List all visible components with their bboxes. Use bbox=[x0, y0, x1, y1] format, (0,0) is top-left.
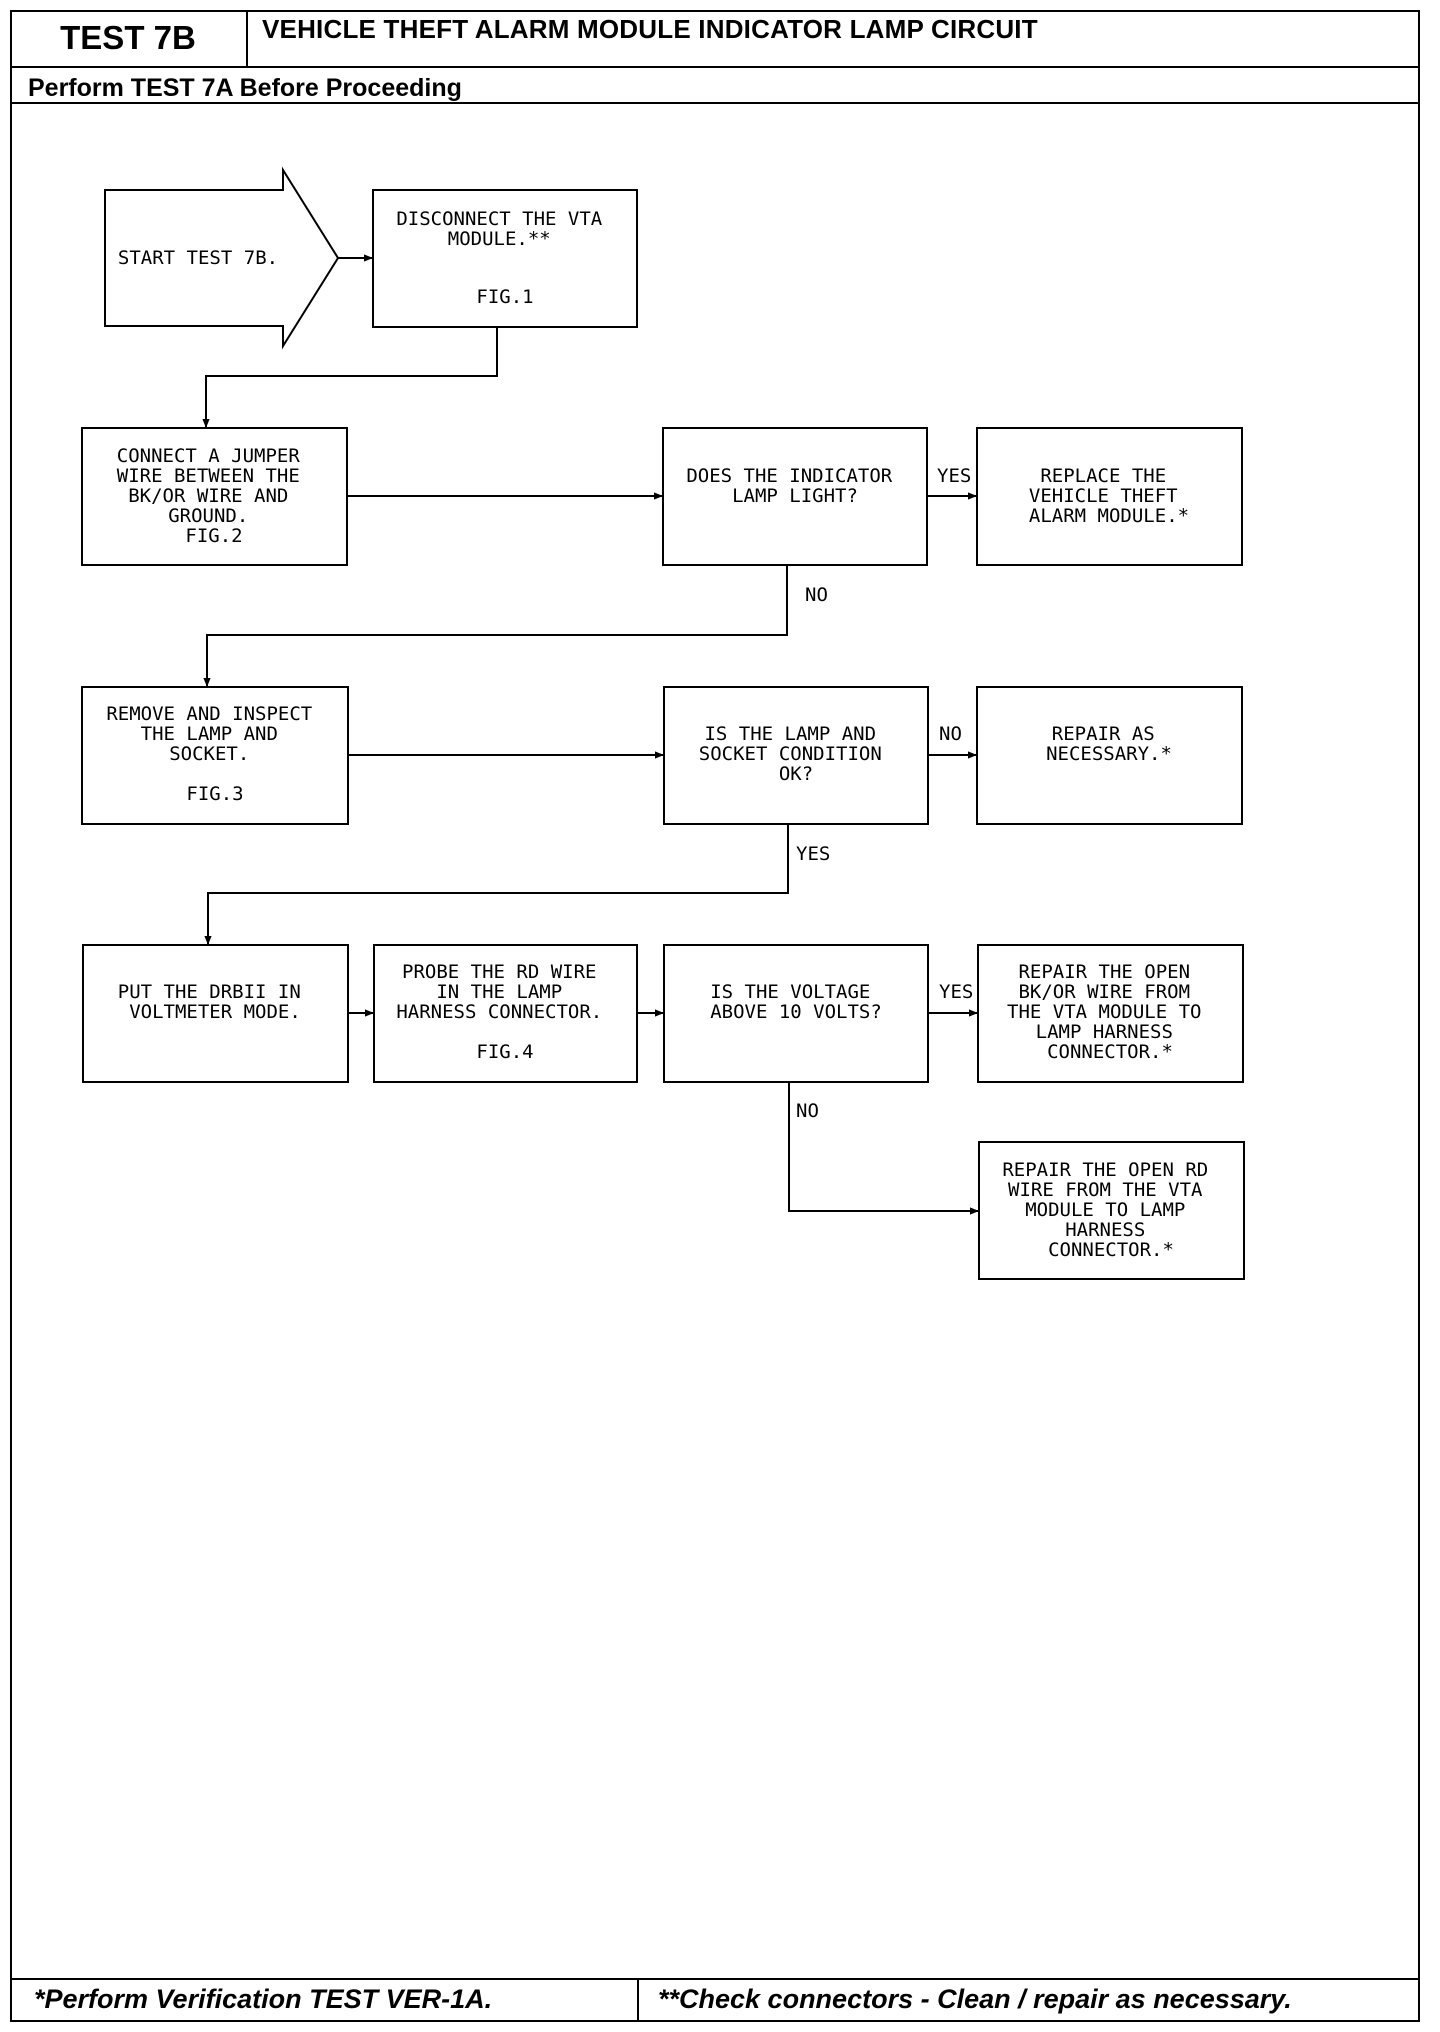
drbii-voltmeter-text: PUT THE DRBII IN VOLTMETER MODE. bbox=[118, 981, 312, 1023]
repair-bkor-wire-box bbox=[977, 944, 1244, 1083]
subtitle-divider bbox=[10, 102, 1420, 104]
socket-yes-label: YES bbox=[796, 843, 830, 865]
disconnect-to-jumper-arrow bbox=[202, 327, 498, 428]
flowchart: START TEST 7B. DISCONNECT THE VTA MODULE… bbox=[81, 166, 1245, 1280]
repair-bkor-wire-text: REPAIR THE OPEN BK/OR WIRE FROM THE VTA … bbox=[1007, 961, 1213, 1063]
remove-inspect-text: REMOVE AND INSPECT THE LAMP AND SOCKET. … bbox=[106, 703, 323, 805]
verification-note: *Perform Verification TEST VER-1A. bbox=[34, 1984, 493, 2014]
repair-rd-wire-text: REPAIR THE OPEN RD WIRE FROM THE VTA MOD… bbox=[1002, 1159, 1219, 1261]
replace-module-box bbox=[976, 427, 1243, 566]
page-frame bbox=[10, 10, 1420, 2022]
lamp-light-decision-box bbox=[662, 427, 928, 566]
remove-inspect-box bbox=[81, 686, 349, 825]
voltage-no-label: NO bbox=[796, 1100, 819, 1122]
footer-divider bbox=[10, 1978, 1420, 1980]
probe-rd-wire-text: PROBE THE RD WIRE IN THE LAMP HARNESS CO… bbox=[396, 961, 613, 1063]
lamp-no-arrow bbox=[203, 565, 788, 687]
repair-necessary-box bbox=[976, 686, 1243, 825]
test-id: TEST 7B bbox=[10, 10, 248, 68]
repair-rd-wire-box bbox=[978, 1141, 1245, 1280]
page-title: VEHICLE THEFT ALARM MODULE INDICATOR LAM… bbox=[262, 14, 1038, 44]
connect-jumper-text: CONNECT A JUMPER WIRE BETWEEN THE BK/OR … bbox=[117, 445, 311, 547]
voltage-decision-text: IS THE VOLTAGE ABOVE 10 VOLTS? bbox=[710, 981, 882, 1023]
header-divider bbox=[248, 66, 1420, 68]
replace-module-text: REPLACE THE VEHICLE THEFT ALARM MODULE.* bbox=[1029, 465, 1189, 527]
voltage-yes-label: YES bbox=[939, 981, 973, 1003]
socket-no-label: NO bbox=[939, 723, 962, 745]
prerequisite-note: Perform TEST 7A Before Proceeding bbox=[28, 74, 462, 102]
lamp-yes-label: YES bbox=[937, 465, 971, 487]
start-label: START TEST 7B. bbox=[118, 247, 278, 269]
start-arrow-shape bbox=[104, 166, 340, 350]
socket-ok-decision-box bbox=[663, 686, 929, 825]
disconnect-vta-text: DISCONNECT THE VTA MODULE.** FIG.1 bbox=[396, 208, 613, 308]
footer-column-divider bbox=[637, 1980, 639, 2022]
socket-ok-decision-text: IS THE LAMP AND SOCKET CONDITION OK? bbox=[699, 723, 893, 785]
probe-rd-wire-box bbox=[373, 944, 638, 1083]
lamp-light-decision-text: DOES THE INDICATOR LAMP LIGHT? bbox=[686, 465, 903, 507]
connector-note: **Check connectors - Clean / repair as n… bbox=[658, 1984, 1292, 2014]
voltage-no-arrow bbox=[788, 1082, 979, 1215]
repair-necessary-text: REPAIR AS NECESSARY.* bbox=[1046, 723, 1172, 765]
drbii-voltmeter-box bbox=[82, 944, 349, 1083]
connect-jumper-box bbox=[81, 427, 348, 566]
lamp-no-label: NO bbox=[805, 584, 828, 606]
socket-yes-arrow bbox=[204, 824, 789, 945]
